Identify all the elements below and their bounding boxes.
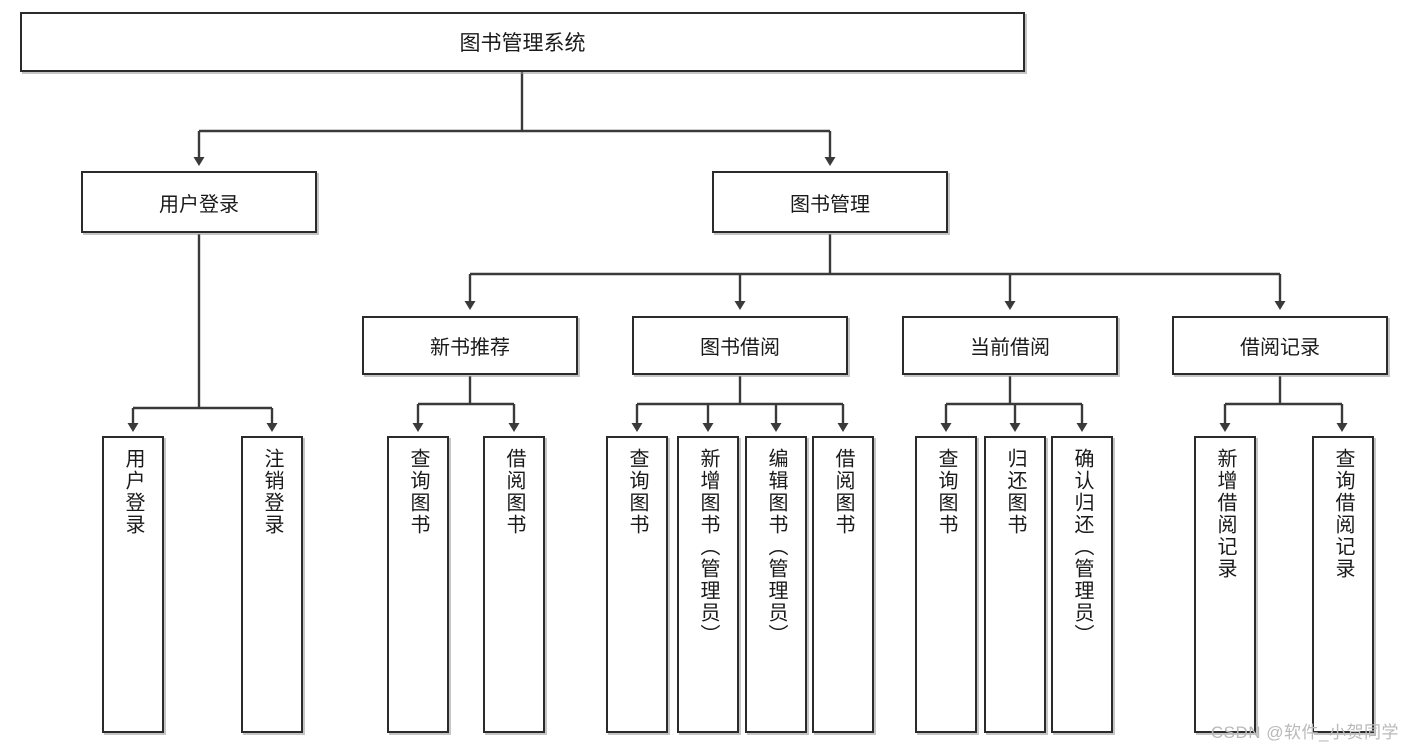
node-root[interactable]: 图书管理系统 <box>20 12 1025 72</box>
node-new-book-recommend-label: 新书推荐 <box>430 337 510 359</box>
leaf-query-book-current[interactable]: 查询图书 <box>915 436 977 733</box>
leaf-edit-book-admin[interactable]: 编辑图书（管理员） <box>745 436 807 733</box>
watermark: CSDN @软件_小贺同学 <box>1210 723 1399 742</box>
leaf-add-borrow-record[interactable]: 新增借阅记录 <box>1194 436 1256 733</box>
leaf-user-login[interactable]: 用户登录 <box>102 436 164 733</box>
node-user-login-label: 用户登录 <box>159 193 239 216</box>
node-new-book-recommend[interactable]: 新书推荐 <box>362 316 578 375</box>
leaf-query-book-recommend-label: 查询图书 <box>407 448 429 536</box>
leaf-query-borrow-record-label: 查询借阅记录 <box>1332 448 1354 580</box>
leaf-edit-book-admin-label: 编辑图书（管理员） <box>765 448 787 646</box>
leaf-borrow-book[interactable]: 借阅图书 <box>812 436 874 733</box>
leaf-logout-label: 注销登录 <box>261 448 283 536</box>
leaf-borrow-book-recommend-label: 借阅图书 <box>503 448 525 536</box>
leaf-query-borrow-record[interactable]: 查询借阅记录 <box>1312 436 1374 733</box>
node-user-login[interactable]: 用户登录 <box>81 171 317 233</box>
leaf-add-borrow-record-label: 新增借阅记录 <box>1214 448 1236 580</box>
leaf-logout[interactable]: 注销登录 <box>241 436 303 733</box>
leaf-add-book-admin-label: 新增图书（管理员） <box>697 448 719 646</box>
leaf-confirm-return-admin[interactable]: 确认归还（管理员） <box>1051 436 1113 733</box>
node-book-management[interactable]: 图书管理 <box>712 171 948 233</box>
leaf-query-book-current-label: 查询图书 <box>935 448 957 536</box>
leaf-return-book[interactable]: 归还图书 <box>984 436 1046 733</box>
leaf-confirm-return-admin-label: 确认归还（管理员） <box>1071 448 1093 646</box>
leaf-borrow-book-recommend[interactable]: 借阅图书 <box>483 436 545 733</box>
node-book-borrow-label: 图书借阅 <box>700 337 780 359</box>
node-borrow-records-label: 借阅记录 <box>1240 337 1320 359</box>
leaf-user-login-label: 用户登录 <box>122 448 144 536</box>
leaf-add-book-admin[interactable]: 新增图书（管理员） <box>677 436 739 733</box>
node-book-borrow[interactable]: 图书借阅 <box>632 316 848 375</box>
node-book-management-label: 图书管理 <box>790 193 870 216</box>
node-borrow-records[interactable]: 借阅记录 <box>1172 316 1388 375</box>
leaf-borrow-book-label: 借阅图书 <box>832 448 854 536</box>
node-current-borrow[interactable]: 当前借阅 <box>902 316 1118 375</box>
leaf-query-book-borrow-label: 查询图书 <box>626 448 648 536</box>
leaf-return-book-label: 归还图书 <box>1004 448 1026 536</box>
leaf-query-book-recommend[interactable]: 查询图书 <box>387 436 449 733</box>
leaf-query-book-borrow[interactable]: 查询图书 <box>606 436 668 733</box>
node-current-borrow-label: 当前借阅 <box>970 337 1050 359</box>
node-root-label: 图书管理系统 <box>459 32 586 55</box>
